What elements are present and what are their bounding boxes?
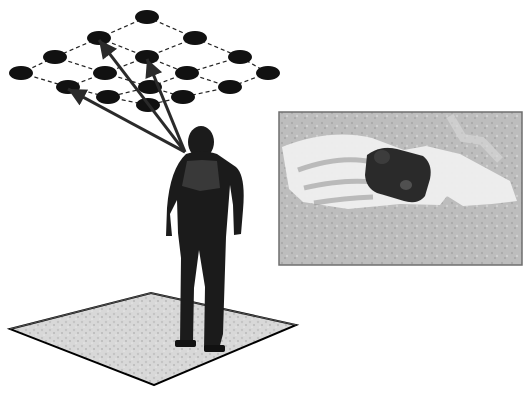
right-shoe	[204, 345, 225, 352]
grid-node	[183, 31, 207, 45]
gaze-arrows	[68, 40, 185, 152]
grid-node	[96, 90, 120, 104]
grid-node	[228, 50, 252, 64]
grid-node	[87, 31, 111, 45]
grid-node	[218, 80, 242, 94]
grid-node	[43, 50, 67, 64]
grid-node	[93, 66, 117, 80]
grid-node	[171, 90, 195, 104]
grid-node	[9, 66, 33, 80]
hand-device-photo	[279, 112, 522, 265]
grid-node	[135, 10, 159, 24]
floor-mat	[10, 293, 296, 385]
grid-nodes	[9, 10, 280, 112]
grid-node	[256, 66, 280, 80]
left-shoe	[175, 340, 196, 347]
person-shirt-shade	[182, 160, 220, 191]
gaze-arrow	[68, 89, 185, 152]
grid-node	[175, 66, 199, 80]
